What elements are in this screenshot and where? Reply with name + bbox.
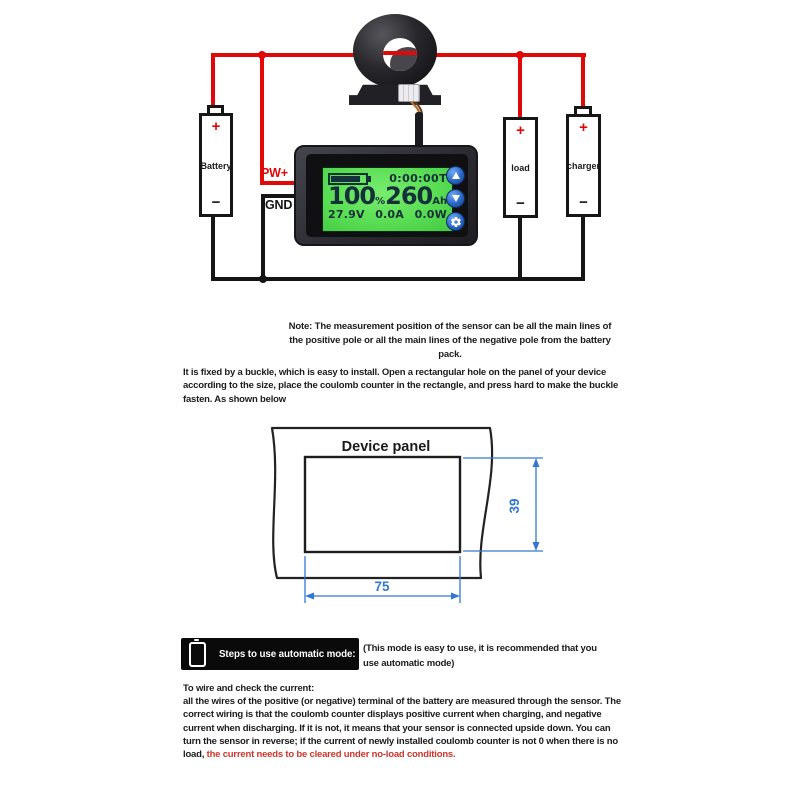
lcd-capacity-value: 260	[385, 182, 433, 210]
load-positive-wire	[518, 53, 522, 119]
battery-symbol: + Battery −	[199, 113, 233, 217]
battery-minus-sign: −	[211, 194, 221, 211]
settings-button[interactable]	[446, 212, 465, 231]
lcd-current: 0.0A	[375, 208, 405, 221]
battery-level-icon	[328, 172, 371, 185]
sensor-cable	[415, 112, 423, 150]
gnd-wire-horizontal	[261, 194, 296, 198]
charger-symbol: + charger −	[566, 114, 601, 217]
lcd-time-value: 0:00:00T	[389, 172, 447, 185]
meter-bezel: 0:00:00T 100% 260Ah 27.9V 0.0A 0.0W	[306, 154, 468, 237]
height-dimension-label: 39	[507, 498, 522, 513]
auto-mode-badge-label: Steps to use automatic mode:	[219, 648, 356, 660]
charger-minus-sign: −	[579, 194, 588, 211]
battery-label: Battery	[200, 160, 232, 171]
coulomb-meter: 0:00:00T 100% 260Ah 27.9V 0.0A 0.0W	[294, 145, 478, 246]
wiring-check-body-black: all the wires of the positive (or negati…	[183, 696, 621, 761]
wiring-check-body-red: the current needs to be cleared under no…	[206, 749, 456, 761]
width-dimension-label: 75	[374, 579, 390, 594]
dimension-lines	[304, 457, 543, 603]
down-button[interactable]	[446, 189, 465, 208]
lcd-soc: 100%	[328, 182, 385, 210]
current-sensor-hole	[383, 38, 417, 71]
lcd-capacity-unit: Ah	[432, 196, 448, 207]
wiring-check-body: all the wires of the positive (or negati…	[183, 695, 625, 761]
cutout-rectangle	[303, 455, 462, 554]
wiring-check-heading: To wire and check the current:	[183, 683, 315, 694]
charger-positive-wire	[581, 53, 585, 108]
battery-plus-sign: +	[211, 118, 221, 135]
dimension-arrows	[305, 458, 540, 600]
up-button[interactable]	[446, 166, 465, 185]
panel-title: Device panel	[342, 439, 431, 455]
junction-dot	[258, 51, 266, 59]
auto-mode-hint: (This mode is easy to use, it is recomme…	[363, 643, 597, 669]
load-minus-sign: −	[516, 195, 525, 212]
wire-through-sensor	[383, 51, 417, 55]
lcd-screen: 0:00:00T 100% 260Ah 27.9V 0.0A 0.0W	[322, 167, 453, 232]
load-negative-wire	[518, 218, 522, 281]
charger-label: charger	[566, 161, 601, 171]
battery-negative-wire	[211, 216, 215, 281]
lcd-soc-unit: %	[375, 196, 386, 207]
lcd-row-main: 100% 260Ah	[323, 182, 452, 210]
down-arrow-icon	[451, 195, 460, 202]
pw-positive-wire-vertical	[260, 53, 264, 185]
up-arrow-icon	[451, 172, 460, 179]
gear-icon	[450, 216, 461, 227]
charger-negative-wire	[581, 216, 585, 281]
charger-plus-sign: +	[579, 119, 588, 136]
negative-bus-wire	[211, 277, 585, 281]
install-note-text: It is fixed by a buckle, which is easy t…	[183, 367, 619, 405]
pw-plus-label: PW+	[261, 166, 288, 180]
battery-positive-wire	[211, 53, 215, 107]
lcd-row-status: 0:00:00T	[323, 168, 452, 185]
battery-terminal-cap	[207, 105, 224, 114]
load-label: load	[511, 163, 530, 173]
load-plus-sign: +	[516, 122, 525, 139]
pw-positive-wire-horizontal	[260, 181, 296, 185]
junction-dot	[259, 275, 267, 283]
auto-mode-badge: Steps to use automatic mode:	[181, 638, 359, 670]
sensor-connector	[398, 84, 420, 102]
battery-icon	[189, 638, 206, 667]
gnd-wire-vertical	[261, 194, 265, 281]
gnd-label: GND	[265, 198, 293, 212]
panel-cutout-drawing: Device panel 39 75	[270, 426, 543, 603]
load-symbol: + load −	[503, 117, 538, 218]
sensor-note-text: Note: The measurement position of the se…	[288, 321, 612, 360]
lcd-capacity: 260Ah	[385, 182, 447, 210]
lcd-voltage: 27.9V	[328, 208, 365, 221]
lcd-power: 0.0W	[414, 208, 447, 221]
charger-terminal-cap	[574, 106, 592, 115]
lcd-row-measurements: 27.9V 0.0A 0.0W	[323, 208, 452, 221]
junction-dot	[516, 51, 524, 59]
lcd-soc-value: 100	[328, 182, 376, 210]
